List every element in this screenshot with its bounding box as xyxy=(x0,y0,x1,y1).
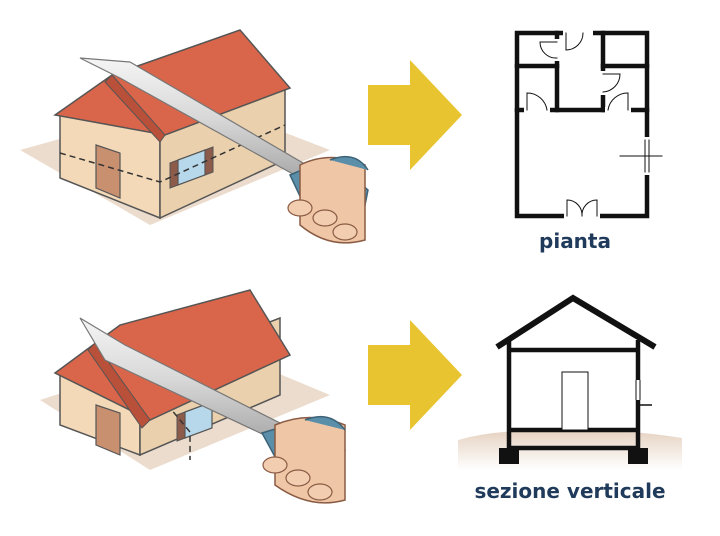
house-cut-horizontal xyxy=(20,29,369,244)
house-cut-vertical xyxy=(40,289,346,504)
arrow-right-icon xyxy=(368,320,462,430)
vertical-section xyxy=(458,294,682,470)
floor-plan xyxy=(514,30,663,219)
arrow-right-icon xyxy=(368,60,462,170)
caption-plan: pianta xyxy=(539,229,611,253)
caption-section: sezione verticale xyxy=(474,479,666,503)
